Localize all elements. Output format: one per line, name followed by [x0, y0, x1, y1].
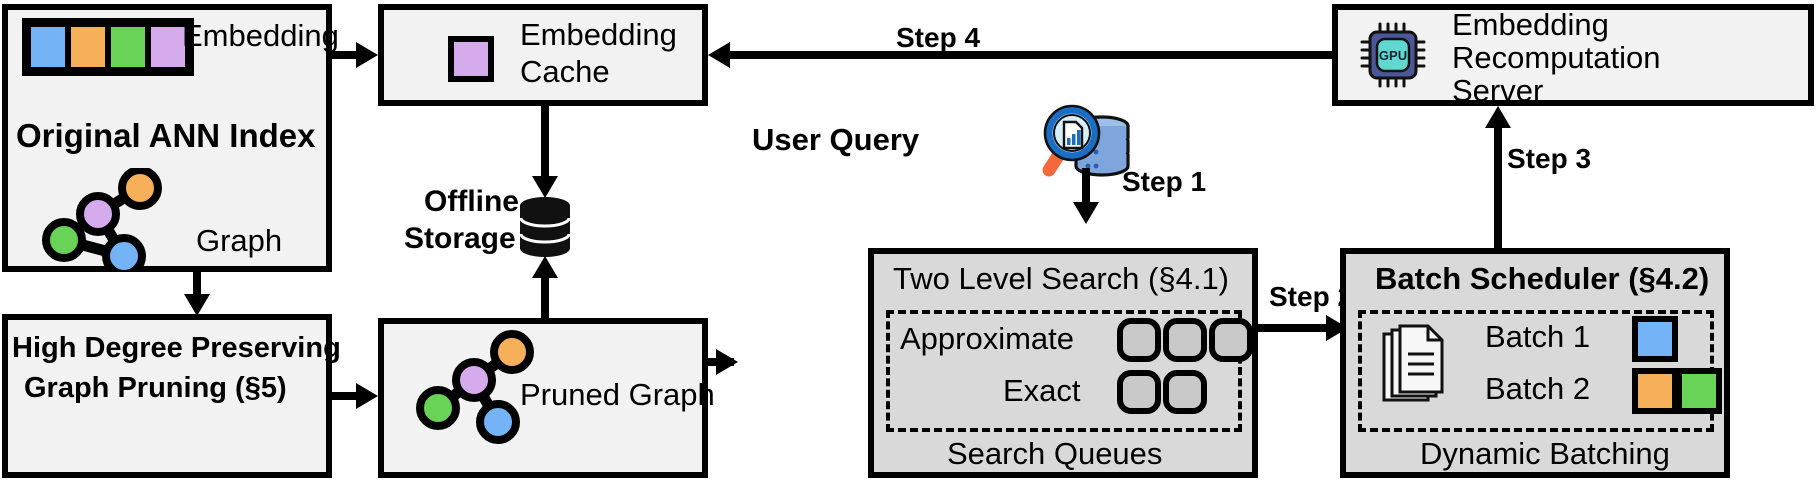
embedding-swatch-blue	[28, 24, 68, 70]
step3-arrow-line	[1494, 124, 1502, 248]
step4-arrow-line	[730, 51, 1332, 59]
pruned-graph-icon	[416, 330, 534, 444]
graph-pruning-line2: Graph Pruning (§5)	[24, 372, 287, 404]
arrow-cache-to-storage-line	[541, 106, 549, 180]
batch-2-swatch-green	[1676, 368, 1722, 414]
magnifier-database-icon	[1042, 104, 1130, 177]
arrow-pruning-to-pruned-head	[356, 383, 378, 409]
step3-arrow-head	[1485, 106, 1511, 128]
embedding-swatch-orange	[68, 24, 108, 70]
graph-pruning-box	[2, 314, 332, 478]
graph-pruning-line1: High Degree Preserving	[12, 332, 341, 364]
step1-arrow-line	[1082, 168, 1090, 208]
batch-scheduler-title: Batch Scheduler (§4.2)	[1375, 261, 1710, 296]
arrow-pruned-to-search-head	[716, 349, 738, 375]
embedding-cache-line2: Cache	[520, 54, 610, 89]
arrow-pruning-to-pruned-line	[332, 392, 362, 400]
embedding-swatch-purple	[148, 24, 188, 70]
original-ann-index-title: Original ANN Index	[16, 117, 316, 154]
gpu-chip-icon: GPU	[1360, 22, 1426, 88]
recomputation-server-line3: Server	[1452, 73, 1544, 108]
step3-label: Step 3	[1507, 143, 1592, 174]
batch-2-swatch-orange	[1632, 368, 1678, 414]
approximate-queue-cell-3[interactable]	[1209, 318, 1253, 362]
batch-1-label: Batch 1	[1485, 319, 1591, 354]
recomputation-server-line1: Embedding	[1452, 7, 1609, 42]
recomputation-server-line2: Recomputation	[1452, 40, 1661, 75]
two-level-search-title: Two Level Search (§4.1)	[893, 261, 1230, 296]
approximate-queue-cell-2[interactable]	[1163, 318, 1207, 362]
offline-storage-line1: Offline	[424, 185, 519, 218]
embedding-swatch-strip	[22, 18, 194, 76]
arrow-index-to-cache-line	[332, 51, 362, 59]
arrow-index-to-cache-head	[356, 42, 378, 68]
embedding-cache-line1: Embedding	[520, 17, 677, 52]
step1-arrow-head	[1073, 202, 1099, 224]
search-queues-footer: Search Queues	[947, 436, 1163, 471]
embedding-cache-swatch	[448, 36, 494, 82]
step4-arrow-head	[708, 42, 730, 68]
batch-2-label: Batch 2	[1485, 371, 1591, 406]
step4-label: Step 4	[896, 22, 981, 53]
arrow-index-to-pruning-head	[184, 294, 210, 316]
arrow-index-to-pruning-line	[193, 272, 201, 296]
pruned-graph-label: Pruned Graph	[520, 377, 715, 412]
embedding-label: Embedding	[182, 18, 339, 53]
batch-1-swatch-blue	[1632, 316, 1678, 362]
embedding-swatch-green	[108, 24, 148, 70]
step2-arrow-line	[1258, 324, 1340, 332]
original-index-graph	[42, 168, 162, 272]
user-query-label: User Query	[752, 122, 920, 157]
exact-row-label: Exact	[1003, 373, 1081, 408]
gpu-chip-label: GPU	[1379, 48, 1407, 63]
arrow-pruned-to-storage-head	[532, 256, 558, 278]
search-queues-dashed-region	[886, 310, 1242, 432]
arrow-cache-to-storage-head	[532, 176, 558, 198]
embedding-cache-box	[378, 4, 708, 106]
approximate-queue-cell-1[interactable]	[1117, 318, 1161, 362]
offline-storage-database-icon	[519, 197, 571, 257]
exact-queue-cell-1[interactable]	[1117, 370, 1161, 414]
documents-icon	[1382, 324, 1444, 402]
step1-label: Step 1	[1122, 166, 1207, 197]
offline-storage-line2: Storage	[404, 222, 516, 255]
arrow-pruned-to-storage-line	[541, 272, 549, 320]
approximate-row-label: Approximate	[900, 321, 1075, 356]
two-level-search-box	[868, 248, 1258, 478]
dynamic-batching-footer: Dynamic Batching	[1420, 436, 1670, 471]
exact-queue-cell-2[interactable]	[1163, 370, 1207, 414]
graph-label: Graph	[196, 223, 283, 258]
